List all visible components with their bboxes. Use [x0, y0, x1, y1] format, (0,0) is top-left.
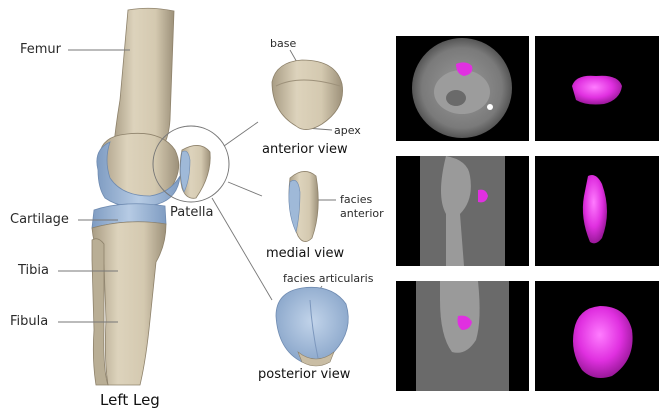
fibula-label: Fibula [10, 315, 48, 328]
seg-sagittal-panel [535, 156, 659, 266]
posterior-view-figure [276, 287, 348, 366]
medial-view-label: medial view [266, 247, 344, 260]
femur-label: Femur [20, 43, 61, 56]
apex-label: apex [334, 125, 361, 136]
base-label: base [270, 38, 296, 49]
medial-view-figure [289, 171, 318, 241]
cartilage-label: Cartilage [10, 213, 69, 226]
anterior-view-figure [272, 60, 343, 130]
ct-coronal-panel [396, 281, 529, 391]
patella-label: Patella [170, 206, 214, 219]
leg-illustration [92, 8, 229, 385]
facies-articularis-label: facies articularis [283, 273, 373, 284]
seg-axial-panel [535, 36, 659, 141]
ct-axial-panel [396, 36, 529, 141]
tibia-label: Tibia [18, 264, 49, 277]
posterior-connector [212, 198, 272, 300]
anterior-view-label: anterior view [262, 143, 348, 156]
posterior-view-label: posterior view [258, 368, 350, 381]
seg-coronal-panel [535, 281, 659, 391]
facies-anterior-label-2: anterior [340, 208, 384, 219]
facies-anterior-label-1: facies [340, 194, 372, 205]
ct-sagittal-panel [396, 156, 529, 266]
left-leg-caption: Left Leg [100, 393, 160, 408]
medial-connector [228, 182, 262, 196]
anterior-connector [224, 122, 258, 146]
